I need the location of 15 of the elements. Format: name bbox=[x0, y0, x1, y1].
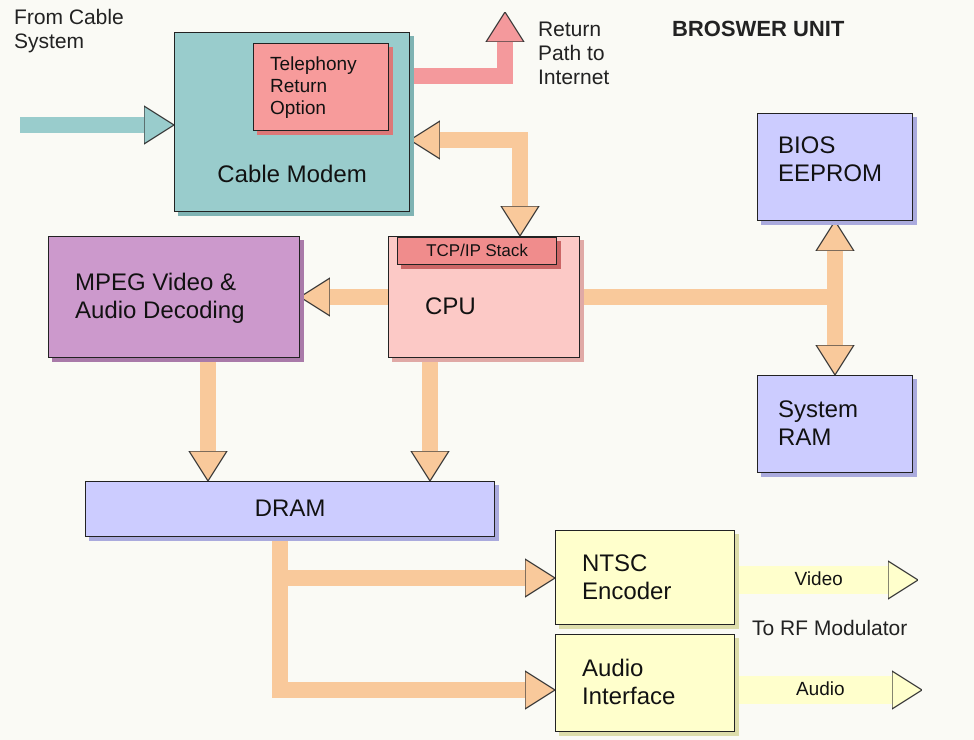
node-label: TCP/IP Stack bbox=[426, 241, 528, 261]
node-label: DRAM bbox=[254, 495, 326, 523]
node-label: Audio Interface bbox=[582, 655, 676, 711]
node-label: Cable Modem bbox=[217, 161, 367, 189]
title: BROSWER UNIT bbox=[672, 16, 844, 42]
node-label: BIOS EEPROM bbox=[778, 132, 884, 188]
node-label: Telephony Return Option bbox=[270, 54, 358, 120]
note-text: Return Path to Internet bbox=[538, 18, 610, 90]
node-label: System RAM bbox=[778, 396, 860, 452]
node-label: NTSC Encoder bbox=[582, 550, 672, 606]
node-label: CPU bbox=[425, 293, 476, 321]
node-label: MPEG Video & Audio Decoding bbox=[75, 269, 246, 325]
note-text: From Cable System bbox=[14, 6, 125, 54]
arrow bbox=[20, 105, 175, 145]
note-text: To RF Modulator bbox=[752, 617, 908, 642]
